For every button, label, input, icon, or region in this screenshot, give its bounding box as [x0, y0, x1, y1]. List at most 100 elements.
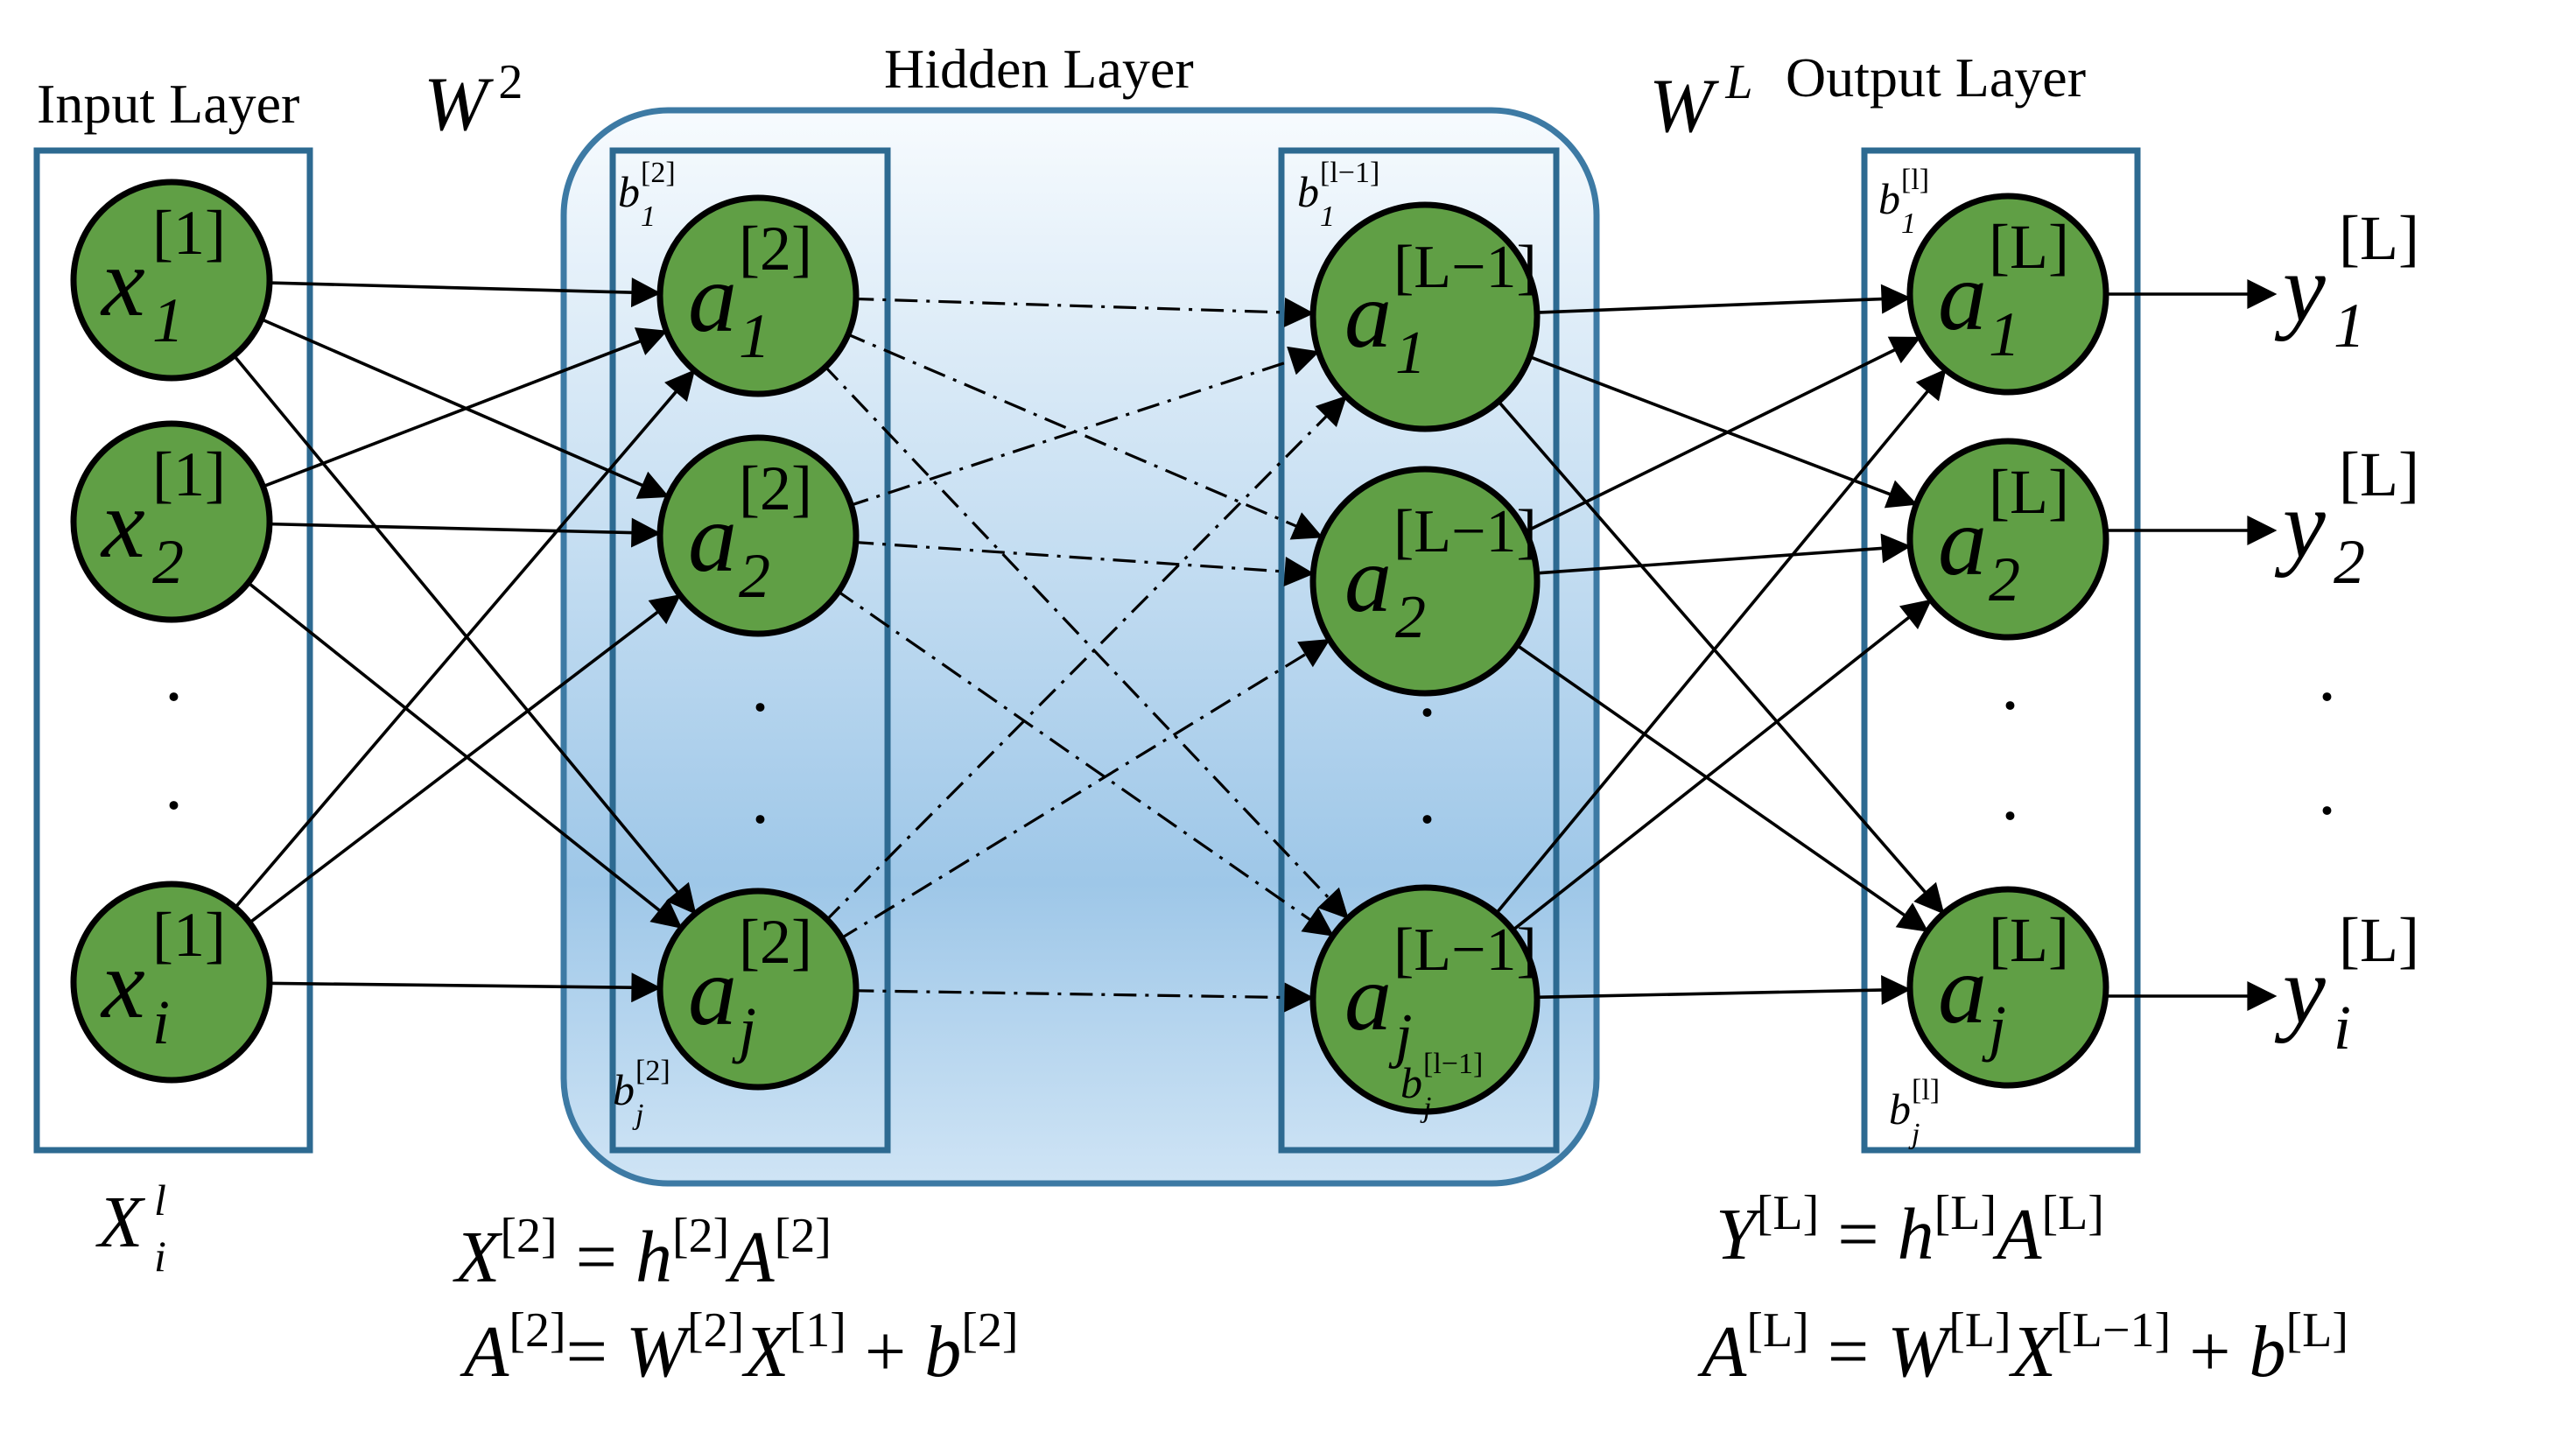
edge-hidden2-hiddenl-1-1 [851, 297, 1315, 327]
bias-label-hl-top: b[l−1]1 [1297, 157, 1379, 233]
edge-hidden2-hiddenl-3-1 [822, 395, 1347, 924]
edge-hiddenl-output-2-1 [1520, 336, 1921, 536]
bias-superscript: [l−1] [1423, 1048, 1483, 1080]
hiddenl-node-superscript: [L−1] [1393, 498, 1537, 565]
ellipsis-dot-1: . [165, 635, 183, 717]
ellipsis-dot-3: . [751, 646, 769, 727]
edge-hiddenl-output-2-3 [1511, 641, 1929, 932]
output-y-superscript: [L] [2339, 905, 2419, 975]
output-node-2: a[L] 2 [1906, 438, 2109, 641]
hiddenl-node-1: a[L−1] 1 [1309, 201, 1541, 432]
ellipsis-dot-7: . [2001, 644, 2019, 726]
edge-hiddenl-output-1-2 [1523, 353, 1918, 509]
hidden2-node-circle [656, 194, 860, 397]
edge-input-hidden2-3-3 [264, 972, 662, 1003]
output-node-subscript: 2 [1989, 544, 2020, 614]
output-node-superscript: [L] [1989, 212, 2069, 282]
edge-input-hidden2-1-3 [229, 350, 697, 915]
hidden2-node-superscript: [2] [739, 214, 812, 284]
bias-superscript: [l] [1912, 1074, 1940, 1106]
bias-superscript: [2] [635, 1055, 670, 1087]
output-node-3: a[L]j [1906, 886, 2109, 1089]
hidden2-node-1: a[2]1 [656, 194, 860, 397]
bias-base: b [1400, 1058, 1422, 1107]
output-y-superscript: [L] [2339, 439, 2419, 509]
output-node-label: a [1938, 488, 1987, 596]
edge-hidden2-hiddenl-3-2 [836, 639, 1331, 942]
hiddenl-node-label: a [1344, 263, 1392, 368]
hiddenl-node-circle [1309, 466, 1541, 697]
hidden2-node-3: a[2]j [656, 888, 860, 1091]
output-y-superscript: [L] [2339, 203, 2419, 273]
hiddenl-node-label: a [1344, 946, 1392, 1050]
input-node-subscript: 2 [152, 527, 184, 597]
output-node-superscript: [L] [1989, 905, 2069, 975]
input-node-1: x[1]1 [70, 179, 273, 382]
edge-input-hidden2-2-2 [264, 517, 662, 548]
hidden-layer-title: Hidden Layer [884, 38, 1194, 100]
output-layer-box [1861, 147, 2141, 1154]
hiddenl-node-superscript: [L−1] [1393, 234, 1537, 301]
edge-hidden2-hiddenl-3-3 [851, 982, 1315, 1013]
output-y-label-3: y [2274, 937, 2326, 1043]
hiddenl-node-subscript: 2 [1395, 584, 1426, 651]
ellipsis-dot-10: . [2318, 749, 2336, 831]
input-node-circle [70, 179, 273, 382]
bias-subscript: j [632, 1099, 643, 1131]
output-y-subscript: 1 [2334, 291, 2365, 361]
edge-input-hidden2-2-1 [257, 327, 668, 490]
output-equation-line-1: Y[L] = h[L]A[L] [1716, 1186, 2104, 1275]
hidden2-node-subscript: 2 [739, 541, 770, 611]
edge-hiddenl-output-1-3 [1493, 396, 1945, 915]
output-y-subscript: 2 [2334, 527, 2365, 597]
output-equation-line-2: A[L] = W[L]X[L−1] + b[L] [1697, 1303, 2348, 1393]
ellipsis-dots: .......... [165, 635, 2336, 839]
bias-base: b [1889, 1084, 1911, 1134]
hidden-layer-l-box [1278, 147, 1560, 1154]
hidden2-node-label: a [688, 937, 737, 1046]
output-y-label-2: y [2274, 471, 2326, 578]
output-node-1: a[L] 1 [1906, 193, 2109, 396]
edge-input-hidden2-1-2 [256, 315, 670, 499]
edge-hidden2-hiddenl-2-1 [846, 346, 1320, 509]
output-labels: y[L]1y[L]2y[L]i [2106, 203, 2419, 1063]
hidden2-node-circle [656, 434, 860, 637]
input-node-3: x[1]i [70, 881, 273, 1084]
output-y-label-1: y [2274, 235, 2326, 341]
hiddenl-node-circle [1309, 884, 1541, 1115]
bias-base: b [618, 167, 640, 216]
edge-hidden2-hiddenl-2-3 [833, 587, 1335, 937]
input-node-label: x [100, 930, 145, 1039]
bias-subscript: j [1420, 1092, 1431, 1124]
input-node-2: x[1]2 [70, 420, 273, 623]
input-node-subscript: 1 [152, 285, 184, 355]
output-node-superscript: [L] [1989, 457, 2069, 527]
output-node-label: a [1938, 242, 1987, 351]
input-node-circle [70, 881, 273, 1084]
output-node-subscript: 1 [1989, 299, 2020, 369]
bias-label-out-bottom: b[l]j [1889, 1074, 1940, 1150]
hidden2-node-superscript: [2] [739, 907, 812, 977]
connection-edges [229, 277, 1947, 1013]
hidden-layer-2-box [609, 147, 891, 1154]
bias-base: b [1297, 167, 1319, 216]
edge-input-hidden2-1-1 [264, 277, 662, 308]
output-layer-title: Output Layer [1786, 46, 2086, 109]
input-node-superscript: [1] [152, 900, 226, 970]
bias-subscript: 1 [1320, 200, 1335, 233]
bias-subscript: 1 [1901, 207, 1916, 240]
hiddenl-node-superscript: [L−1] [1393, 916, 1537, 984]
hidden-equation-line-2: A[2]= W[2]X[1] + b[2] [460, 1303, 1019, 1393]
edge-input-hidden2-3-1 [230, 369, 696, 913]
ellipsis-dot-4: . [751, 758, 769, 839]
hidden2-node-circle [656, 888, 860, 1091]
edge-hiddenl-output-1-1 [1531, 284, 1912, 315]
hidden2-node-superscript: [2] [739, 453, 812, 523]
bias-subscript: 1 [641, 200, 656, 233]
bias-label-out-top: b[l]1 [1878, 164, 1929, 240]
ellipsis-dot-9: . [2318, 635, 2336, 717]
neuron-nodes: x[1]1x[1]2x[1]ia[2]1a[2]2a[2]ja[L−1]1a[L… [70, 179, 2109, 1115]
ellipsis-dot-6: . [1418, 758, 1436, 839]
